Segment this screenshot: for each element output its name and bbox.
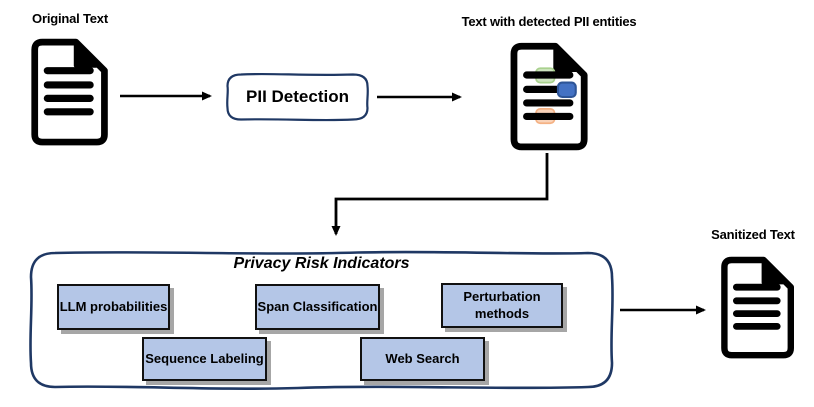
privacy-risk-indicators-title: Privacy Risk Indicators — [233, 255, 410, 272]
document-text-lines — [733, 283, 781, 330]
document-icon — [721, 256, 794, 359]
method-label: Span Classification — [257, 298, 378, 314]
document-text-lines — [523, 71, 574, 121]
method-perturbation-methods: Perturbation methods — [441, 283, 563, 328]
sketch-rounded-box — [226, 72, 369, 122]
document-text-lines — [43, 67, 94, 116]
method-span-classification: Span Classification — [255, 284, 380, 330]
pii-detection-label: PII Detection — [246, 87, 349, 106]
document-with-entities-icon — [510, 42, 588, 151]
detected-text-label: Text with detected PII entities — [461, 14, 637, 29]
method-label: Perturbation methods — [463, 288, 541, 321]
pii-detection-node: PII Detection — [225, 72, 370, 122]
document-icon — [31, 38, 108, 146]
method-label: Sequence Labeling — [145, 350, 264, 366]
sanitized-text-label: Sanitized Text — [711, 227, 795, 242]
method-label: Web Search — [385, 350, 460, 366]
blue-entity-highlight — [556, 81, 577, 99]
privacy-risk-indicators-group: Privacy Risk Indicators LLM probabilitie… — [28, 250, 615, 390]
method-web-search: Web Search — [360, 337, 485, 381]
arrow-detected-to-indicators — [331, 153, 549, 236]
method-llm-probabilities: LLM probabilities — [57, 284, 170, 330]
original-text-label: Original Text — [32, 11, 108, 26]
method-sequence-labeling: Sequence Labeling — [142, 337, 267, 381]
method-label: LLM probabilities — [59, 298, 168, 314]
